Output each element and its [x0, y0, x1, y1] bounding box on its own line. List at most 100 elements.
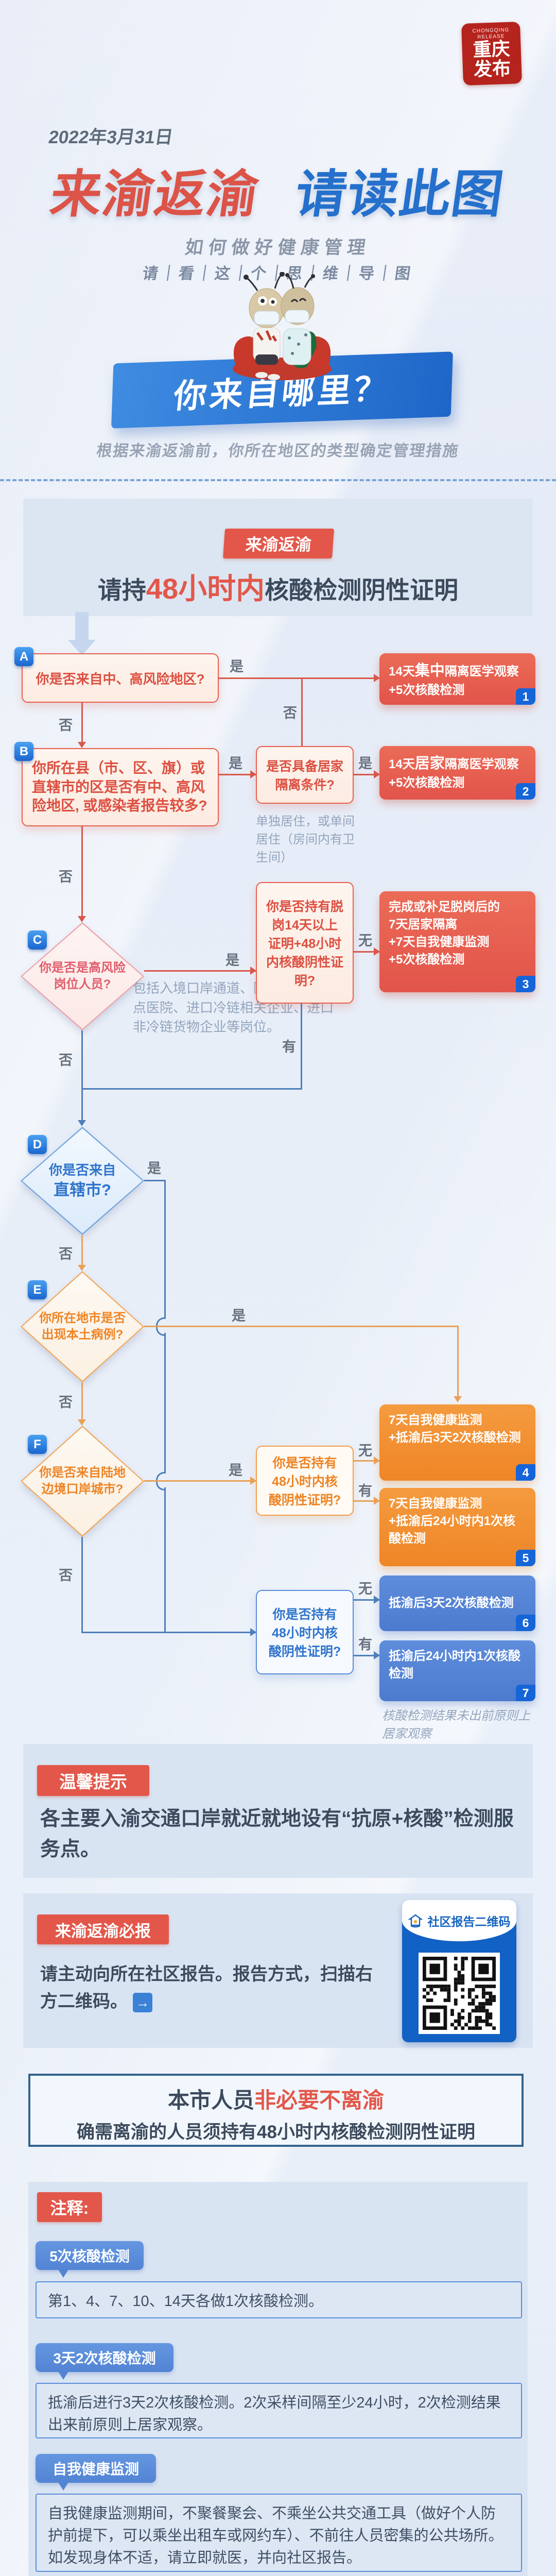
label-yes: 是 [230, 659, 244, 674]
requirement-badge: 来渝返渝 [222, 529, 335, 558]
label-no: 否 [59, 869, 73, 885]
result-3-line: +5次核酸检测 [389, 953, 465, 967]
flow-start-arrowhead [68, 640, 96, 655]
report-text-content: 请主动向所在社区报告。报告方式，扫描右方二维码。 [40, 1964, 373, 2011]
connector [354, 1599, 379, 1601]
arrowhead [78, 916, 86, 922]
question-home-quarantine: 是否具备居家隔离条件? [256, 746, 354, 804]
title-blue: 请读此图 [291, 165, 508, 223]
arrowhead [78, 1419, 86, 1426]
headline-48h: 48小时内 [146, 572, 265, 605]
result-5-line: 7天自我健康监测 [389, 1497, 482, 1511]
tips-text: 各主要入渝交通口岸就近就地设有“抗原+核酸”检测服务点。 [40, 1808, 514, 1860]
result-1-text2: 隔离医学观察 [444, 665, 519, 679]
home-quarantine-note: 单独居住，或单间居住（房间内有卫生间） [256, 815, 355, 865]
arrowhead [374, 1596, 380, 1604]
label-yes: 是 [232, 1308, 246, 1324]
result-7-number: 7 [516, 1685, 535, 1701]
note-text-5tests: 第1、4、7、10、14天各做1次核酸检测。 [36, 2281, 522, 2318]
label-yes: 是 [358, 756, 372, 771]
label-none: 无 [358, 933, 372, 948]
label-none: 无 [358, 1581, 372, 1597]
label-no: 否 [59, 1053, 73, 1068]
community-qr-panel: 社区报告二维码 [402, 1900, 516, 2042]
question-f-text: 你是否来自陆地边境口岸城市? [39, 1465, 126, 1496]
flow-start-arrow [75, 612, 89, 640]
label-yes: 是 [229, 756, 242, 771]
arrowhead [250, 1628, 256, 1636]
connector [81, 703, 83, 744]
label-no: 否 [59, 718, 73, 733]
label-yes: 是 [225, 953, 239, 968]
connector [81, 1088, 302, 1090]
connector [354, 951, 379, 953]
connector [219, 774, 256, 775]
connector [81, 1382, 83, 1421]
note-text-selfmonitor: 自我健康监测期间，不聚餐聚会、不乘坐公共交通工具（做好个人防护前提下，可以乘坐出… [36, 2494, 522, 2572]
question-a: 你是否来自中、高风险地区? [22, 653, 219, 703]
arrowhead [250, 967, 256, 975]
connector [81, 1632, 256, 1633]
arrowhead [374, 1456, 380, 1465]
connector [81, 1537, 83, 1633]
note-chip-5tests: 5次核酸检测 [36, 2241, 144, 2278]
result-1-number: 1 [516, 688, 535, 705]
arrowhead [250, 1477, 256, 1485]
question-d-text: 你是否来自 直辖市? [21, 1127, 144, 1235]
arrowhead [374, 1651, 380, 1659]
poster-date: 2022年3月31日 [47, 127, 175, 147]
result-3-line: +7天自我健康监测 [389, 935, 490, 950]
connector [354, 1655, 379, 1656]
result-4-number: 4 [516, 1464, 535, 1481]
result-2-number: 2 [516, 783, 535, 800]
arrowhead [78, 1265, 86, 1271]
note-text-3d2tests: 抵渝后进行3天2次核酸检测。2次采样间隔至少24小时，2次检测结果出来前原则上居… [36, 2383, 522, 2438]
result-7-note: 核酸检测结果未出前原则上居家观察 [382, 1709, 530, 1741]
no-leave-card: 本市人员非必要不离渝 确需离渝的人员须持有48小时内核酸检测阴性证明 [28, 2074, 524, 2147]
question-d-em: 直辖市? [54, 1180, 111, 1199]
arrowhead [454, 1396, 462, 1402]
result-5-number: 5 [516, 1550, 535, 1566]
arrowhead [374, 1497, 380, 1505]
community-qr-code [423, 1957, 496, 2030]
result-7-text: 抵渝后24小时内1次核酸检测 [389, 1649, 521, 1681]
result-1-em: 集中 [414, 663, 445, 679]
label-no: 否 [59, 1246, 73, 1262]
tag-c: C [28, 930, 47, 950]
question-neg-proof-other: 你是否持有48小时内核酸阴性证明? [256, 1590, 354, 1674]
where-from-note: 根据来渝返渝前，你所在地区的类型确定管理措施 [95, 443, 460, 460]
question-c-text: 你是否是高风险岗位人员? [39, 960, 126, 991]
result-1-line2: +5次核酸检测 [389, 683, 465, 698]
community-qr-title: 社区报告二维码 [427, 1915, 511, 1928]
question-e-text: 你所在地市是否出现本土病例? [39, 1311, 126, 1342]
label-have: 有 [358, 1637, 372, 1652]
no-leave-em: 非必要不离渝 [254, 2088, 385, 2112]
tips-badge: 温馨提示 [37, 1765, 149, 1796]
label-no: 否 [59, 1395, 73, 1410]
connector [81, 1235, 83, 1267]
result-3-number: 3 [516, 976, 535, 992]
connector [81, 826, 83, 918]
label-no: 否 [59, 1568, 73, 1583]
result-1: 14天集中隔离医学观察 +5次核酸检测 1 [379, 653, 535, 705]
report-text: 请主动向所在社区报告。报告方式，扫描右方二维码。→ [40, 1961, 375, 2015]
result-4: 7天自我健康监测 +抵渝后3天2次核酸检测 4 [379, 1404, 535, 1481]
arrow-right-icon: → [133, 1992, 152, 2012]
connector [164, 1333, 166, 1472]
arrowhead [250, 770, 256, 778]
result-2-text2: 隔离医学观察 [444, 757, 519, 771]
seal-en-line2: RELEASE [477, 33, 505, 41]
no-leave-line2: 确需离渝的人员须持有48小时内核酸检测阴性证明 [77, 2122, 475, 2142]
result-6-number: 6 [516, 1615, 535, 1631]
result-2-em: 居家 [414, 755, 445, 772]
result-6: 抵渝后3天2次核酸检测 6 [379, 1575, 535, 1631]
question-leave-proof: 你是否持有脱岗14天以上证明+48小时内核酸阴性证明? [256, 882, 354, 1004]
result-3-line: 7天居家隔离 [389, 918, 458, 932]
headline-post: 核酸检测阴性证明 [265, 577, 459, 604]
tag-b: B [14, 742, 33, 761]
poster-subtitle: 如何做好健康管理 [183, 238, 372, 258]
question-neg-proof-border: 你是否持有48小时内核酸阴性证明? [256, 1446, 354, 1516]
connector [164, 1180, 166, 1317]
result-7: 抵渝后24小时内1次核酸检测 7 [379, 1640, 535, 1701]
